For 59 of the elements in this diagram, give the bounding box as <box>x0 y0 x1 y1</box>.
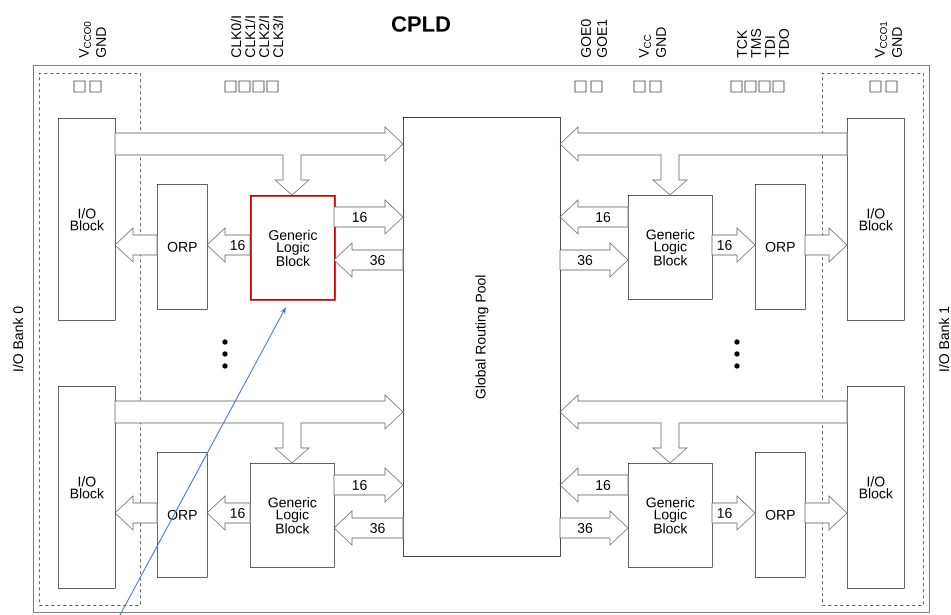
pin-label: V$_{CCO0}$ <box>79 22 91 58</box>
bus-arrow <box>334 510 404 546</box>
io-block: I/O Block <box>58 386 116 589</box>
edge-label: 36 <box>576 522 594 534</box>
pin-label: TDI <box>765 36 775 58</box>
edge-label: 36 <box>369 254 386 266</box>
pin-label: CLK1/I <box>244 16 256 58</box>
io-block: I/O Block <box>847 386 905 589</box>
title: CPLD <box>392 16 450 32</box>
bus-arrow <box>560 199 628 235</box>
bus-arrow <box>114 227 158 263</box>
bus-arrow <box>804 227 848 263</box>
pin-label: TCK <box>737 30 747 58</box>
bus-arrow <box>334 467 404 503</box>
edge-label: 16 <box>229 240 246 250</box>
bus-arrow <box>560 510 628 546</box>
bus-arrow <box>114 495 158 531</box>
edge-label: 16 <box>594 212 612 222</box>
bank-label: I/O Bank 0 <box>12 306 24 371</box>
edge-label: 16 <box>351 212 368 222</box>
pin-label: CLK2/I <box>258 16 270 58</box>
bus-arrow <box>334 199 404 235</box>
bus-arrow <box>560 242 628 278</box>
bus-arrow <box>114 126 404 196</box>
pin-label: V$_{CCO1}$ <box>875 22 887 58</box>
orp-box: ORP <box>157 184 208 310</box>
pin-label: GOE0 <box>581 19 591 58</box>
logic-block: Generic Logic Block <box>250 195 336 301</box>
bank-label: I/O Bank 1 <box>938 306 950 371</box>
bus-arrow <box>114 394 404 464</box>
pin-label: CLK0/I <box>230 16 242 58</box>
pin-label: TDO <box>779 28 789 58</box>
bus-arrow <box>560 126 848 196</box>
orp-box: ORP <box>755 184 806 310</box>
edge-label: 16 <box>229 508 246 518</box>
edge-label: 16 <box>716 240 733 250</box>
bus-arrow <box>560 467 628 503</box>
bus-arrow <box>560 394 848 464</box>
edge-label: 16 <box>351 480 368 490</box>
orp-box: ORP <box>755 452 806 578</box>
pin-label: CLK3/I <box>272 16 284 58</box>
bus-arrow <box>334 242 404 278</box>
edge-label: 36 <box>576 254 594 266</box>
pin-label: V$_{CC}$ <box>639 34 651 58</box>
logic-block: Generic Logic Block <box>628 463 713 568</box>
edge-label: 16 <box>594 480 612 490</box>
pin-label: GND <box>892 27 902 58</box>
pin-label: GND <box>96 27 106 58</box>
bus-arrow <box>804 495 848 531</box>
logic-block: Generic Logic Block <box>628 195 713 300</box>
pin-label: TMS <box>751 28 761 58</box>
edge-label: 16 <box>716 508 733 518</box>
routing-pool-box: Global Routing Pool <box>403 117 561 557</box>
io-block: I/O Block <box>847 118 905 321</box>
pin-label: GND <box>656 27 666 58</box>
io-block: I/O Block <box>58 118 116 321</box>
edge-label: 36 <box>369 522 386 534</box>
logic-block: Generic Logic Block <box>250 463 335 568</box>
pin-label: GOE1 <box>597 20 607 58</box>
